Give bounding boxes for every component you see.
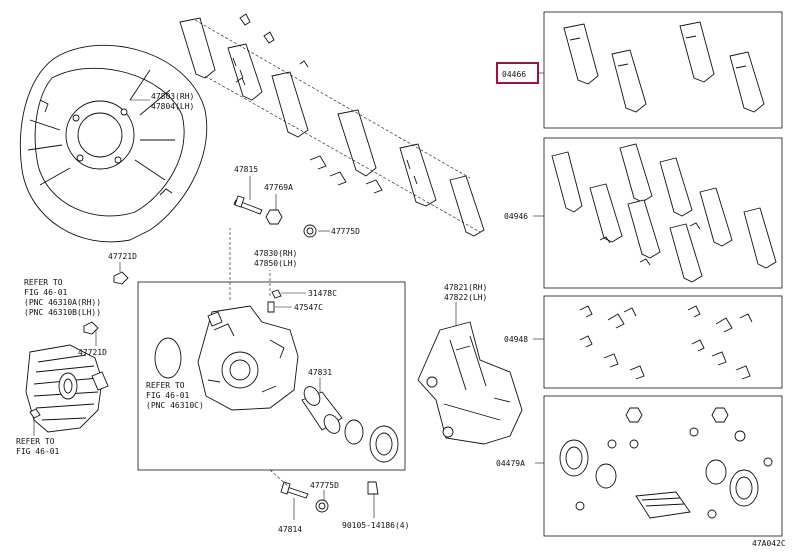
label-31478c: 31478C [308, 289, 337, 298]
ref-left-line2: FIG 46-01 [24, 288, 68, 297]
label-90105-14186: 90105-14186(4) [342, 521, 409, 530]
kit-04479a-seals [559, 407, 773, 519]
label-47769a: 47769A [264, 183, 293, 192]
caliper-group-box [137, 281, 406, 471]
piston-seal-ring [154, 337, 182, 379]
label-47721d-upper: 47721D [108, 252, 137, 261]
ref-bottom-line2: FIG 46-01 [16, 447, 60, 456]
label-47775d-upper: 47775D [331, 227, 360, 236]
ref-mid-line3: (PNC 46310C) [146, 401, 204, 410]
ref-left-line4: (PNC 46310B(LH)) [24, 308, 101, 317]
label-47831: 47831 [308, 368, 332, 377]
bleeder-cap-upper [113, 271, 129, 285]
label-04466[interactable]: 04466 [502, 70, 526, 79]
rear-caliper-motor-assembly [25, 344, 109, 433]
label-47775d-lower: 47775D [310, 481, 339, 490]
diagram-code: 47A042C [752, 539, 786, 548]
bleeder-plug-and-valve [267, 289, 282, 313]
label-47850-lh: 47850(LH) [254, 259, 297, 268]
caliper-bolt-upper [233, 195, 317, 238]
kit-04948-clips [579, 305, 753, 380]
caliper-body [197, 305, 299, 411]
label-47804-lh: 47804(LH) [151, 102, 194, 111]
label-04946[interactable]: 04946 [504, 212, 528, 221]
ref-left-line3: (PNC 46310A(RH)) [24, 298, 101, 307]
label-47821-rh: 47821(RH) [444, 283, 487, 292]
kit-04946-pads [551, 143, 777, 283]
dust-shield-drawing [19, 44, 208, 243]
ref-mid-line2: FIG 46-01 [146, 391, 190, 400]
bleeder-cap-lower [29, 321, 99, 419]
label-47721d-lower: 47721D [78, 348, 107, 357]
kit-box-04948 [543, 295, 783, 389]
label-47814: 47814 [278, 525, 302, 534]
caliper-bolt-lower [280, 481, 379, 513]
kit-04466-pads [563, 21, 765, 113]
ref-left-line1: REFER TO [24, 278, 63, 287]
label-47815: 47815 [234, 165, 258, 174]
label-47830-rh: 47830(RH) [254, 249, 297, 258]
label-04479a[interactable]: 04479A [496, 459, 525, 468]
label-04948[interactable]: 04948 [504, 335, 528, 344]
brake-pads-exploded [179, 13, 485, 237]
label-47803-rh: 47803(RH) [151, 92, 194, 101]
caliper-piston [301, 386, 399, 463]
kit-box-04946 [543, 137, 783, 289]
caliper-mounting-bracket [417, 321, 523, 445]
label-47547c: 47547C [294, 303, 323, 312]
ref-mid-line1: REFER TO [146, 381, 185, 390]
label-47822-lh: 47822(LH) [444, 293, 487, 302]
kit-box-04466 [543, 11, 783, 129]
kit-box-04479a [543, 395, 783, 537]
ref-bottom-line1: REFER TO [16, 437, 55, 446]
